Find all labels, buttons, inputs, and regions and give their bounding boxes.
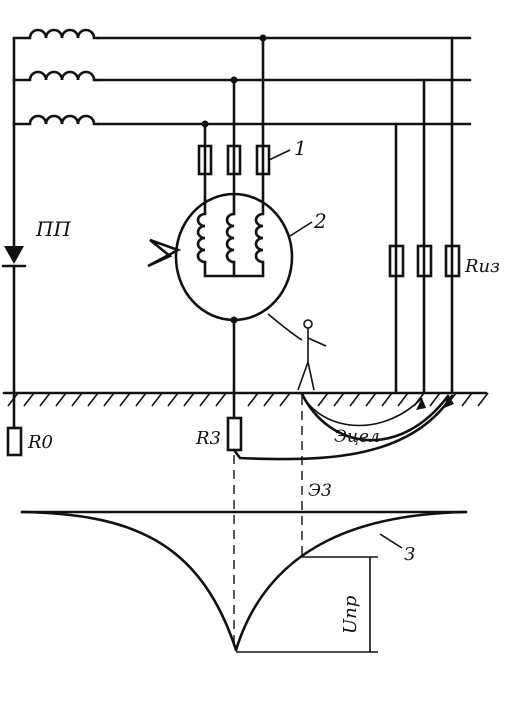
person-figure [267,313,327,391]
ground-resistor-r3 [226,416,243,452]
neutral-conductor [1,122,27,457]
potential-curve-label: З [404,544,415,565]
motor-winding-a [196,198,265,278]
potential-curve [20,510,468,653]
motor-feeders [197,34,291,202]
winding-1 [12,28,100,40]
current-arrow-1 [444,394,454,408]
winding-3 [12,114,100,126]
person-arm [307,337,327,347]
riz-resistor-1 [388,244,405,278]
leak-current-path [300,392,450,442]
insulation-resistance-label: Rиз [464,256,500,277]
motor-leader [289,221,313,237]
potential-curve-right [234,510,468,652]
motor [147,192,313,452]
ground-resistor-r0 [6,426,23,457]
insulation-resistances [388,36,461,394]
person-head [303,319,313,329]
motor-number-label: 2 [313,209,327,233]
ground-hatching [7,392,489,407]
motor-frame-dot [230,316,238,324]
touch-voltage-label: Uпр [340,595,361,634]
ground-current-path [232,394,454,461]
curve-leader [379,533,403,549]
fuse-b [226,144,242,176]
current-paths [232,392,454,461]
r-ground-label: R3 [195,428,221,449]
current-arrow-2 [416,398,426,410]
diode-label: ПП [35,217,71,241]
breakdown-fuse-diode [4,246,24,264]
phase-lines [96,36,472,126]
leak-current-path-2 [301,393,423,427]
junction-dot-b [230,76,238,84]
riz-resistor-2 [416,244,433,278]
fuse-a [197,144,213,176]
motor-winding-b [225,194,236,278]
junction-dot-a [201,120,209,128]
projection-lines [233,396,303,648]
riz-resistor-3 [444,244,461,278]
winding-2 [12,70,100,82]
fuse-number-label: 1 [294,136,307,160]
r-zero-label: R0 [27,432,53,453]
fuse-leader [268,149,291,161]
transformer-windings [12,28,100,126]
ground-surface [2,391,489,407]
fault-arrow [147,238,182,268]
ground-current-label: Э3 [308,481,332,501]
potential-curve-left [20,510,238,652]
touch-line [267,313,303,341]
junction-dot-c [259,34,267,42]
leak-current-label: Эцел [334,427,380,447]
person-leg-right [307,361,315,391]
person-leg-left [297,361,309,391]
motor-winding-c [254,196,265,278]
